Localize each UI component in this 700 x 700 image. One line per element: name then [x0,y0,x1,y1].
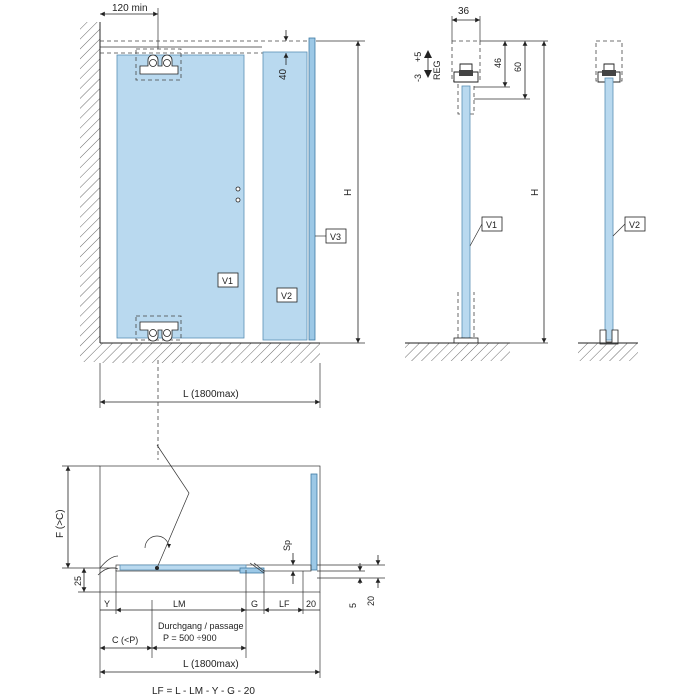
plan-glass-v3 [310,473,318,571]
dim-46: 46 [493,58,503,68]
glass-panel-v1 [116,54,245,339]
dim-sp: Sp [282,540,292,551]
top-roller-bracket [135,48,182,81]
handle-knob-bottom [235,197,241,203]
side-view-v2: V2 [578,40,646,361]
dim-25: 25 [73,576,83,586]
handle-knob-top [235,186,241,192]
bottom-guide-bracket [135,315,182,342]
glass-panel-v3 [308,37,316,341]
dim-20-plan: 20 [306,599,316,609]
dim-reg-minus: -3 [413,74,423,82]
dim-60: 60 [513,62,523,72]
label-v2-front: V2 [281,291,292,301]
dim-y: Y [104,599,110,609]
label-v3-front: V3 [330,232,341,242]
wall-hatch-left [80,22,100,362]
dim-lm: LM [173,599,186,609]
floor-hatch [100,343,320,363]
dim-reg-plus: +5 [413,52,423,62]
side-glass-v1 [461,85,471,339]
label-v1-front: V1 [222,276,233,286]
dim-20-right: 20 [366,596,376,606]
formula: LF = L - LM - Y - G - 20 [152,686,255,697]
label-v2-side: V2 [629,220,640,230]
side-glass-v2 [604,77,614,341]
label-v1-side: V1 [486,220,497,230]
plan-glass-v1 [119,564,247,571]
dim-5: 5 [348,603,358,608]
dim-lf: LF [279,599,290,609]
passage-value: P = 500 ÷900 [163,633,217,643]
plan-view: F (>C) 25 Sp 5 20 Y LM G LF 20 [55,360,385,697]
dim-profile-width: 36 [458,6,470,17]
dim-height-side: H [530,189,541,196]
dim-reg-label: REG [432,60,442,80]
dim-depth: F (>C) [55,509,66,538]
dim-height-front: H [343,189,354,196]
passage-label: Durchgang / passage [158,621,244,631]
front-view: 120 min 40 H L (1800max) V1 V2 V3 [80,3,365,408]
dim-width-plan: L (1800max) [183,659,239,670]
dim-g: G [251,599,258,609]
dim-top-gap: 120 min [112,3,148,14]
dim-c: C (<P) [112,635,138,645]
dim-width-front: L (1800max) [183,389,239,400]
dim-rail-height: 40 [278,68,289,80]
side-view-v1: 36 +5 -3 REG 46 60 H V1 [405,6,548,361]
